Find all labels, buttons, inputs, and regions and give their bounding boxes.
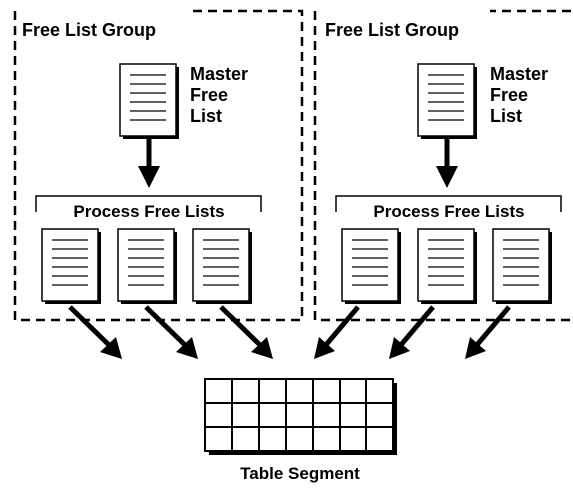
- group-2-master-arrow: [436, 139, 458, 188]
- arrow-g1-list2: [144, 305, 198, 359]
- group-2-process-free-list-1-icon: [341, 228, 402, 305]
- group-1-master-arrow: [138, 139, 160, 188]
- group-2-master-label-line3: List: [490, 106, 522, 126]
- group-2-process-free-list-2-icon: [417, 228, 478, 305]
- arrow-g2-list3: [465, 305, 511, 359]
- arrow-g2-list1: [314, 305, 360, 359]
- group-1-process-free-list-2-icon: [117, 228, 178, 305]
- group-1-master-label-line2: Free: [190, 85, 228, 105]
- group-1-process-free-list-1-icon: [41, 228, 102, 305]
- group-1-master-label-line1: Master: [190, 64, 248, 84]
- group-1-process-free-list-3-icon: [192, 228, 253, 305]
- group-2-process-label: Process Free Lists: [373, 202, 524, 221]
- free-list-group-2: Free List Group Master Free List Process…: [313, 9, 571, 322]
- arrow-g1-list1: [68, 305, 122, 359]
- arrow-g1-list3: [219, 305, 273, 359]
- group-1-title: Free List Group: [22, 20, 156, 40]
- arrow-g2-list2: [389, 305, 435, 359]
- group-2-process-bracket: [335, 195, 562, 212]
- free-list-group-1: Free List Group Master Free List Process…: [13, 9, 304, 322]
- table-segment-label: Table Segment: [240, 464, 360, 483]
- group-2-title: Free List Group: [325, 20, 459, 40]
- group-1-process-bracket: [35, 195, 262, 212]
- group-2-master-label-line2: Free: [490, 85, 528, 105]
- group-1-master-free-list-icon: [119, 63, 180, 140]
- group-1-master-label-line3: List: [190, 106, 222, 126]
- group-2-master-label-line1: Master: [490, 64, 548, 84]
- process-to-table-arrows: [68, 305, 511, 359]
- group-1-process-label: Process Free Lists: [73, 202, 224, 221]
- group-2-master-free-list-icon: [417, 63, 478, 140]
- group-2-border: [313, 9, 571, 322]
- table-segment-grid: [204, 378, 397, 455]
- group-2-process-free-list-3-icon: [492, 228, 553, 305]
